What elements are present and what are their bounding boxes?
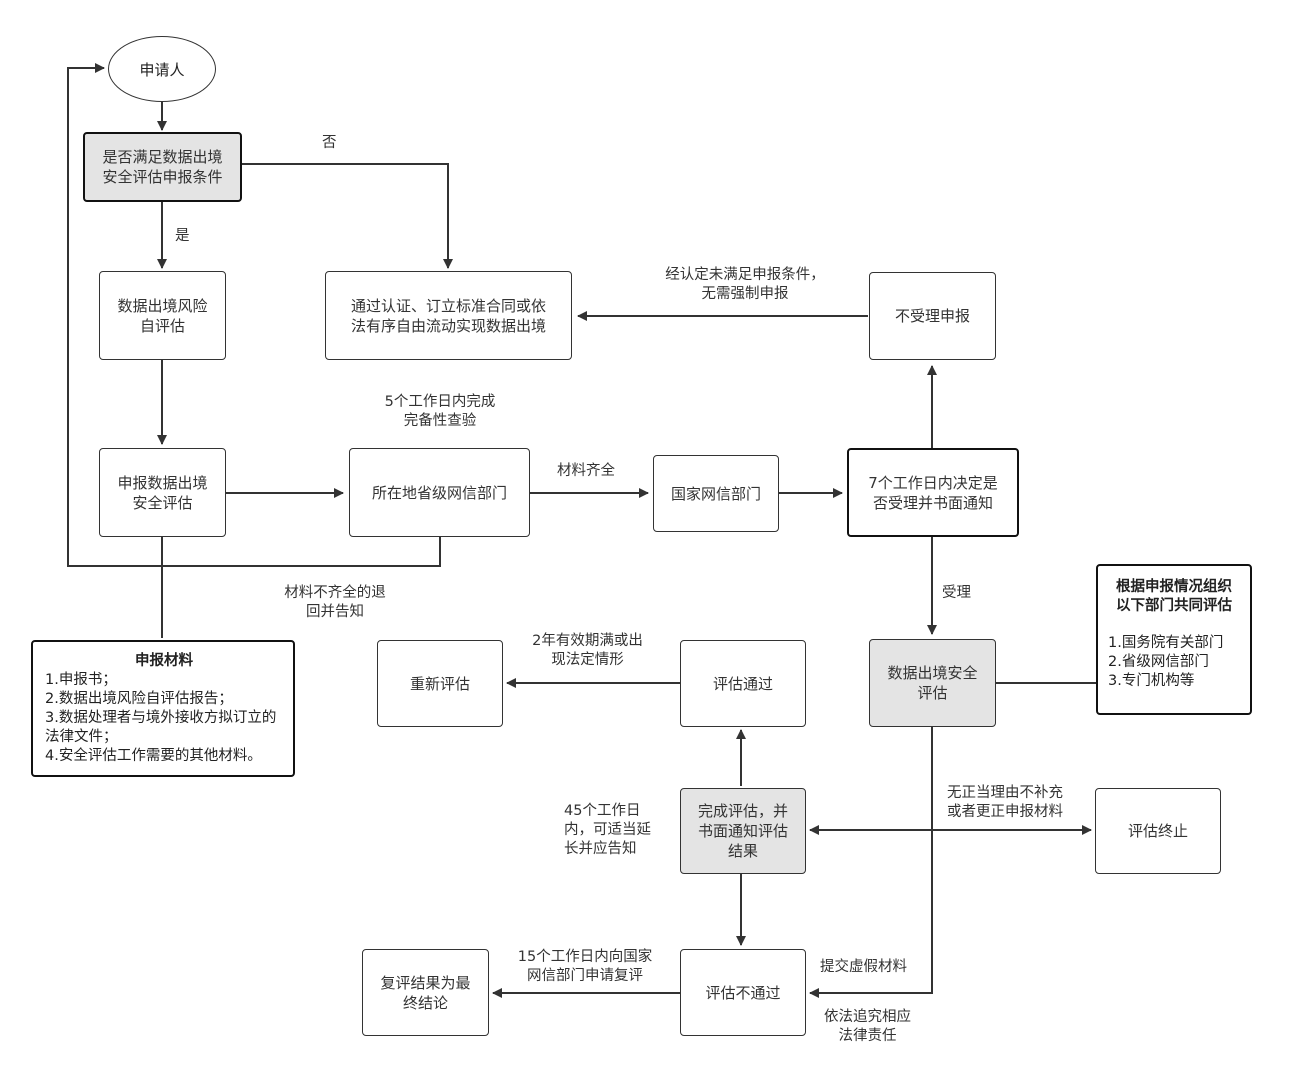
label-materials-incomplete: 材料不齐全的退 回并告知: [284, 585, 386, 620]
label-two-year: 2年有效期满或出 现法定情形: [532, 633, 643, 668]
node-provincial: 所在地省级网信部门: [349, 448, 530, 537]
label-materials-complete: 材料齐全: [557, 463, 615, 479]
reject-label: 不受理申报: [894, 307, 970, 325]
joint-item: 3.专门机构等: [1108, 673, 1195, 689]
accept-decide-label: 7个工作日内决定是 否受理并书面通知: [868, 473, 998, 512]
alt-path-label: 通过认证、订立标准合同或依 法有序自由流动实现数据出境: [350, 296, 546, 335]
decision-label: 是否满足数据出境 安全评估申报条件: [102, 148, 223, 186]
node-complete: 完成评估，并 书面通知评估 结果: [680, 788, 806, 874]
materials-item: 2.数据出境风险自评估报告；: [45, 691, 233, 707]
materials-box: 申报材料 1.申报书； 2.数据出境风险自评估报告； 3.数据处理者与境外接收方…: [31, 640, 295, 777]
node-pass: 评估通过: [680, 640, 806, 727]
materials-box-title: 申报材料: [135, 653, 193, 669]
node-self-assess: 数据出境风险 自评估: [99, 271, 226, 360]
materials-item: 4.安全评估工作需要的其他材料。: [45, 748, 262, 764]
node-security-assess: 数据出境安全 评估: [869, 639, 996, 727]
applicant-label: 申请人: [139, 60, 185, 79]
joint-box-title: 根据申报情况组织 以下部门共同评估: [1116, 579, 1232, 614]
joint-item: 1.国务院有关部门: [1108, 635, 1224, 651]
materials-item: 1.申报书；: [45, 672, 117, 688]
arrow-decision-altpath: [242, 163, 453, 269]
materials-item: 3.数据处理者与境外接收方拟订立的法律文件；: [45, 710, 277, 745]
node-decision: 是否满足数据出境 安全评估申报条件: [83, 132, 242, 202]
label-legal-liability: 依法追究相应 法律责任: [824, 1009, 911, 1044]
pass-label: 评估通过: [712, 674, 773, 693]
label-fifteen-days: 15个工作日内向国家 网信部门申请复评: [517, 949, 653, 984]
final-review-label: 复评结果为最 终结论: [380, 973, 471, 1012]
reassess-label: 重新评估: [409, 674, 470, 693]
fail-label: 评估不通过: [705, 983, 781, 1002]
arrow-incomplete-return: [67, 63, 441, 567]
node-accept-decide: 7个工作日内决定是 否受理并书面通知: [847, 448, 1019, 537]
label-false-material: 提交虚假材料: [820, 959, 907, 975]
node-national: 国家网信部门: [653, 455, 779, 532]
node-reject: 不受理申报: [869, 272, 996, 360]
national-label: 国家网信部门: [670, 484, 761, 503]
label-yes: 是: [175, 228, 190, 244]
label-forty-five: 45个工作日 内，可适当延 长并应告知: [564, 803, 651, 857]
joint-item: 2.省级网信部门: [1108, 654, 1209, 670]
terminate-label: 评估终止: [1127, 822, 1188, 840]
provincial-label: 所在地省级网信部门: [371, 483, 507, 502]
label-five-days: 5个工作日内完成 完备性查验: [384, 394, 496, 429]
label-not-required: 经认定未满足申报条件， 无需强制申报: [665, 267, 825, 302]
declare-label: 申报数据出境 安全评估: [117, 473, 208, 512]
node-alt-path: 通过认证、订立标准合同或依 法有序自由流动实现数据出境: [325, 271, 572, 360]
complete-label: 完成评估，并 书面通知评估 结果: [697, 802, 788, 860]
node-declare: 申报数据出境 安全评估: [99, 448, 226, 537]
label-accepted: 受理: [942, 585, 971, 601]
self-assess-label: 数据出境风险 自评估: [117, 296, 208, 335]
node-reassess: 重新评估: [377, 640, 503, 727]
node-fail: 评估不通过: [680, 949, 806, 1036]
security-assess-label: 数据出境安全 评估: [887, 664, 978, 702]
node-applicant: 申请人: [108, 36, 216, 102]
label-no: 否: [322, 135, 337, 151]
node-terminate: 评估终止: [1095, 788, 1221, 874]
label-no-supplement: 无正当理由不补充 或者更正申报材料: [947, 785, 1063, 820]
joint-assessment-box: 根据申报情况组织 以下部门共同评估 1.国务院有关部门 2.省级网信部门 3.专…: [1096, 564, 1252, 715]
arrow-security-fail: [809, 727, 933, 998]
node-final-review: 复评结果为最 终结论: [362, 949, 489, 1036]
